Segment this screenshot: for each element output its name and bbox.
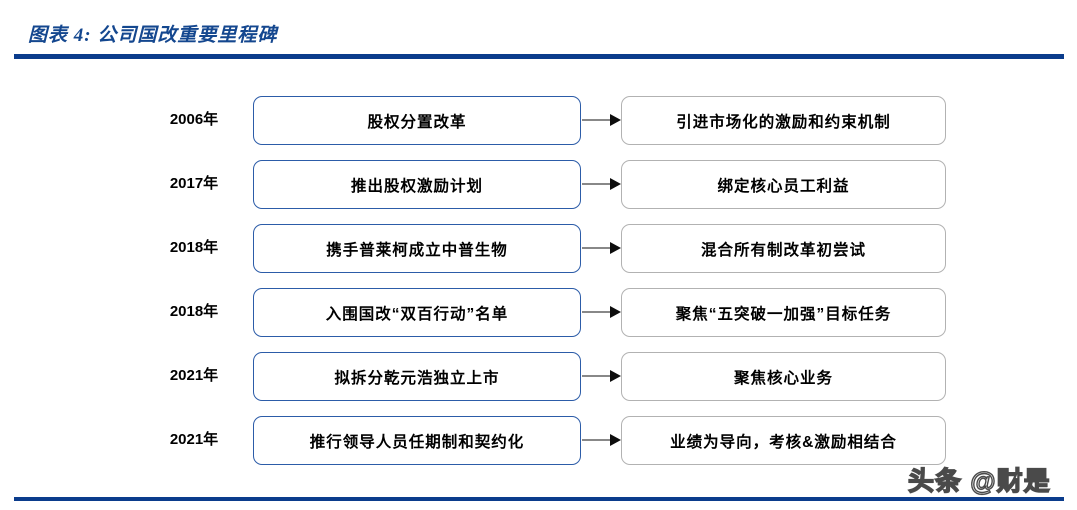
milestone-row: 2018年 携手普莱柯成立中普生物混合所有制改革初尝试 bbox=[0, 220, 1077, 284]
milestone-year: 2021年 bbox=[169, 431, 219, 448]
arrow-shaft bbox=[582, 119, 612, 121]
milestone-outcome-box: 混合所有制改革初尝试 bbox=[621, 224, 946, 273]
milestone-year: 2017年 bbox=[169, 175, 219, 192]
milestone-year: 2018年 bbox=[169, 303, 219, 320]
arrow-shaft bbox=[582, 311, 612, 313]
milestone-event-box: 推出股权激励计划 bbox=[253, 160, 581, 209]
milestone-event-box: 携手普莱柯成立中普生物 bbox=[253, 224, 581, 273]
milestone-row: 2021年 推行领导人员任期制和契约化业绩为导向，考核&激励相结合 bbox=[0, 412, 1077, 476]
milestone-event-box: 股权分置改革 bbox=[253, 96, 581, 145]
footer-divider bbox=[14, 497, 1064, 501]
arrow-right-icon bbox=[582, 114, 622, 127]
milestone-outcome-box: 绑定核心员工利益 bbox=[621, 160, 946, 209]
arrow-right-icon bbox=[582, 306, 622, 319]
arrow-head bbox=[610, 178, 621, 190]
milestone-row: 2006年 股权分置改革引进市场化的激励和约束机制 bbox=[0, 92, 1077, 156]
header-divider bbox=[14, 54, 1064, 59]
milestone-flow: 2006年 股权分置改革引进市场化的激励和约束机制 2017年 推出股权激励计划绑定核… bbox=[0, 92, 1077, 476]
arrow-right-icon bbox=[582, 370, 622, 383]
milestone-event-box: 入围国改“双百行动”名单 bbox=[253, 288, 581, 337]
milestone-outcome-box: 聚焦“五突破一加强”目标任务 bbox=[621, 288, 946, 337]
page-title: 图表 4: 公司国改重要里程碑 bbox=[28, 25, 278, 46]
arrow-head bbox=[610, 114, 621, 126]
arrow-shaft bbox=[582, 247, 612, 249]
milestone-event-box: 拟拆分乾元浩独立上市 bbox=[253, 352, 581, 401]
arrow-head bbox=[610, 242, 621, 254]
arrow-shaft bbox=[582, 375, 612, 377]
milestone-year: 2018年 bbox=[169, 239, 219, 256]
milestone-year: 2021年 bbox=[169, 367, 219, 384]
milestone-outcome-box: 业绩为导向，考核&激励相结合 bbox=[621, 416, 946, 465]
milestone-outcome-box: 聚焦核心业务 bbox=[621, 352, 946, 401]
arrow-right-icon bbox=[582, 242, 622, 255]
milestone-year: 2006年 bbox=[169, 111, 219, 128]
milestone-row: 2017年 推出股权激励计划绑定核心员工利益 bbox=[0, 156, 1077, 220]
arrow-shaft bbox=[582, 439, 612, 441]
arrow-shaft bbox=[582, 183, 612, 185]
milestone-event-box: 推行领导人员任期制和契约化 bbox=[253, 416, 581, 465]
arrow-head bbox=[610, 370, 621, 382]
milestone-row: 2021年 拟拆分乾元浩独立上市聚焦核心业务 bbox=[0, 348, 1077, 412]
milestone-row: 2018年 入围国改“双百行动”名单聚焦“五突破一加强”目标任务 bbox=[0, 284, 1077, 348]
arrow-right-icon bbox=[582, 178, 622, 191]
milestone-outcome-box: 引进市场化的激励和约束机制 bbox=[621, 96, 946, 145]
arrow-head bbox=[610, 434, 621, 446]
arrow-head bbox=[610, 306, 621, 318]
arrow-right-icon bbox=[582, 434, 622, 447]
